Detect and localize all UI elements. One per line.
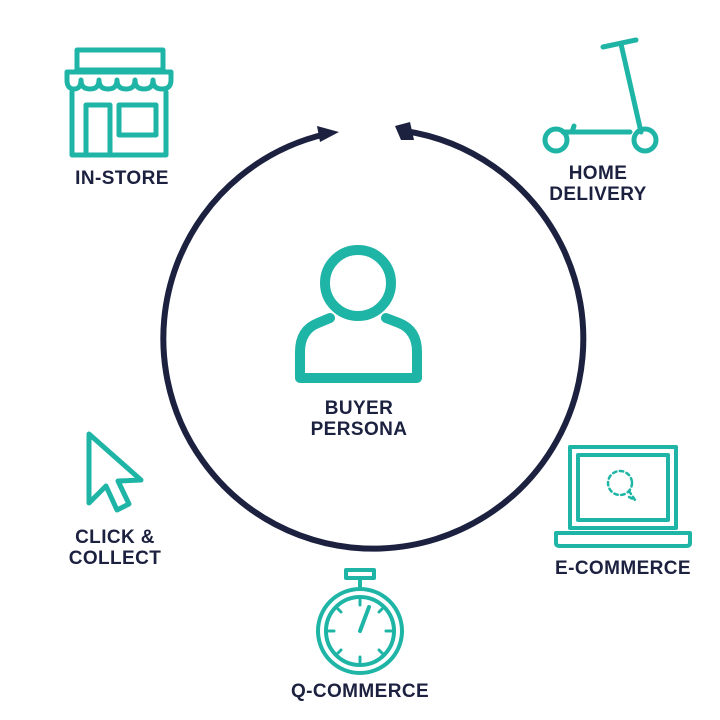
scooter-icon [542,37,659,154]
stopwatch-icon [316,568,404,675]
e-commerce-line-1: E-COMMERCE [555,558,691,579]
in-store-line-1: IN-STORE [75,168,169,189]
home-delivery-line-1: HOME [568,163,628,184]
cycle-arrow [160,128,587,552]
click-collect-line-1: CLICK & [75,527,155,548]
arrowhead-right [395,122,414,140]
laptop-icon [554,445,692,548]
buyer-persona-line-1: BUYER [324,398,394,419]
buyer-persona-line-2: PERSONA [310,419,408,440]
person-icon [295,245,422,383]
buyer-persona-label: BUYER PERSONA [300,398,418,440]
q-commerce-line-1: Q-COMMERCE [290,681,430,702]
click-collect-label: CLICK & COLLECT [50,527,180,569]
arrowhead-left [317,126,339,142]
storefront-icon [64,47,174,158]
e-commerce-label: E-COMMERCE [543,558,703,579]
home-delivery-line-2: DELIVERY [549,184,647,205]
q-commerce-label: Q-COMMERCE [275,681,445,702]
in-store-label: IN-STORE [52,168,192,189]
cursor-icon [86,431,144,513]
cycle-arc [160,128,587,552]
home-delivery-label: HOME DELIVERY [528,163,668,205]
click-collect-line-2: COLLECT [68,548,162,569]
